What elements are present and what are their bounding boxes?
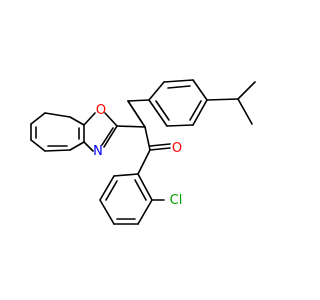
chlorophenyl-ring <box>99 173 165 225</box>
benzoxazole-oxazole-ring <box>83 112 118 152</box>
structure-diagram: O N O Cl <box>30 79 256 225</box>
benzoxazole-benzene-ring <box>30 112 85 152</box>
atom-label-nitrogen-ring: N <box>93 144 103 159</box>
isopropylphenyl-ring <box>127 79 256 127</box>
atom-label-oxygen-ring: O <box>96 103 106 118</box>
atom-label-oxygen-carbonyl: O <box>172 141 182 156</box>
enone-linker <box>116 100 171 175</box>
molecule-canvas: O N O Cl <box>30 79 256 225</box>
atom-label-chlorine: Cl <box>170 193 183 208</box>
